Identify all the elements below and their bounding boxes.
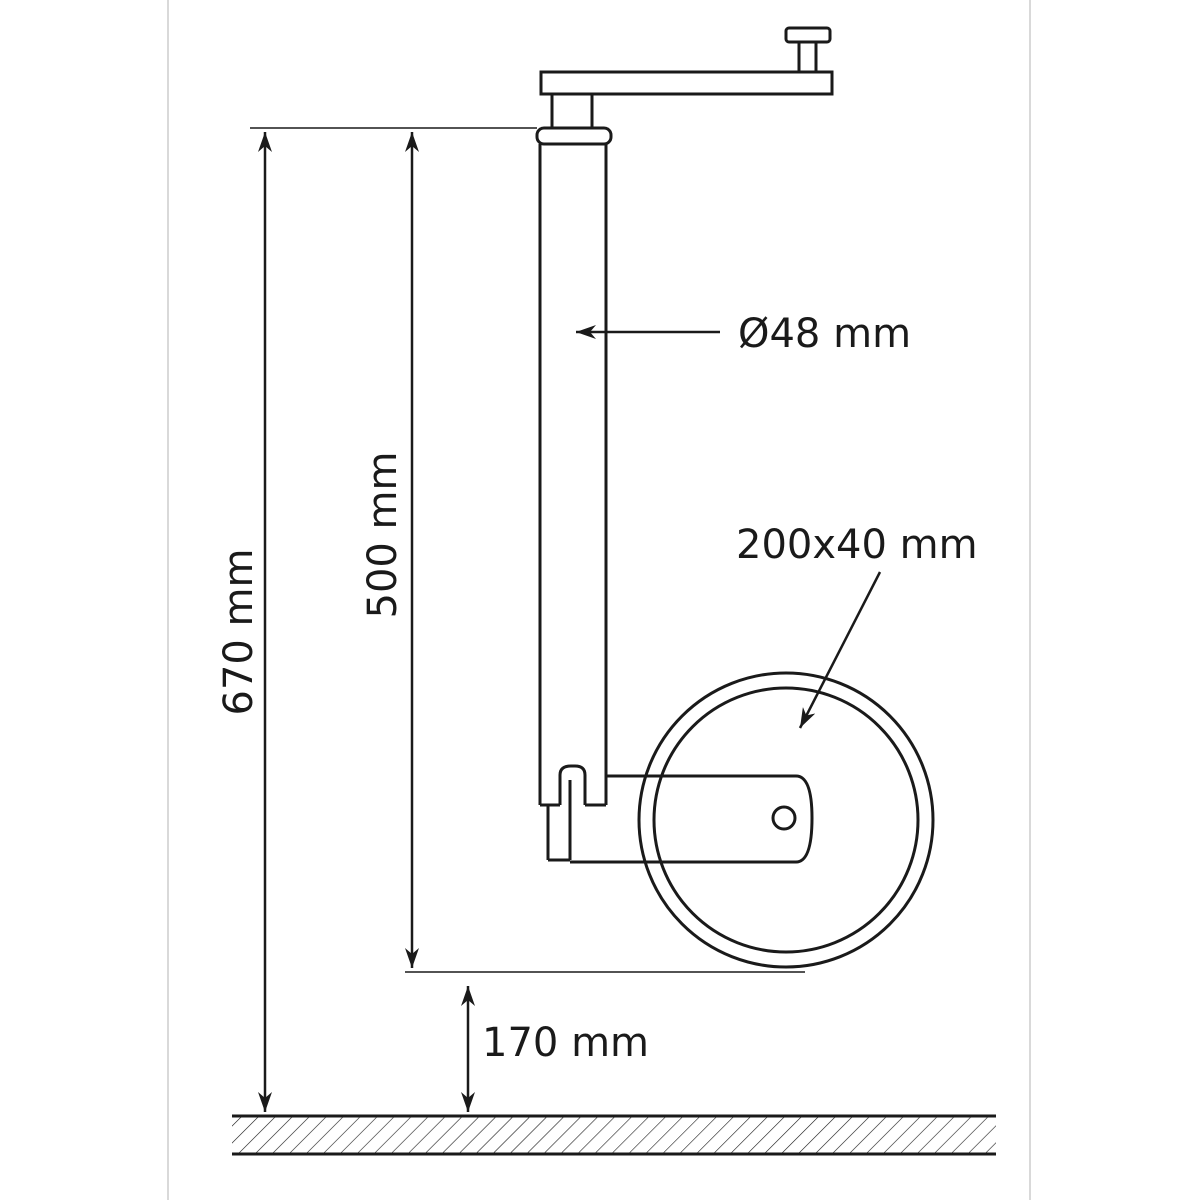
wheel	[637, 671, 935, 969]
dimension-ground-clearance: 170 mm	[461, 986, 649, 1112]
crank-handle	[539, 26, 834, 96]
tube-diameter-label: Ø48 mm	[738, 311, 911, 357]
tube-collar	[535, 92, 613, 146]
total-height-label: 670 mm	[216, 549, 262, 716]
ground-clearance-label: 170 mm	[482, 1020, 649, 1066]
ground	[232, 1114, 996, 1156]
page-frame	[167, 0, 1031, 1200]
dimension-total-height: 670 mm	[216, 127, 537, 1112]
dimension-wheel-size: 200x40 mm	[736, 522, 978, 729]
dimension-tube-length: 500 mm	[360, 132, 805, 973]
main-tube	[538, 144, 608, 807]
dimension-tube-diameter: Ø48 mm	[576, 311, 911, 357]
tube-length-label: 500 mm	[360, 452, 406, 619]
wheel-fork	[546, 764, 814, 864]
wheel-size-label: 200x40 mm	[736, 522, 978, 568]
